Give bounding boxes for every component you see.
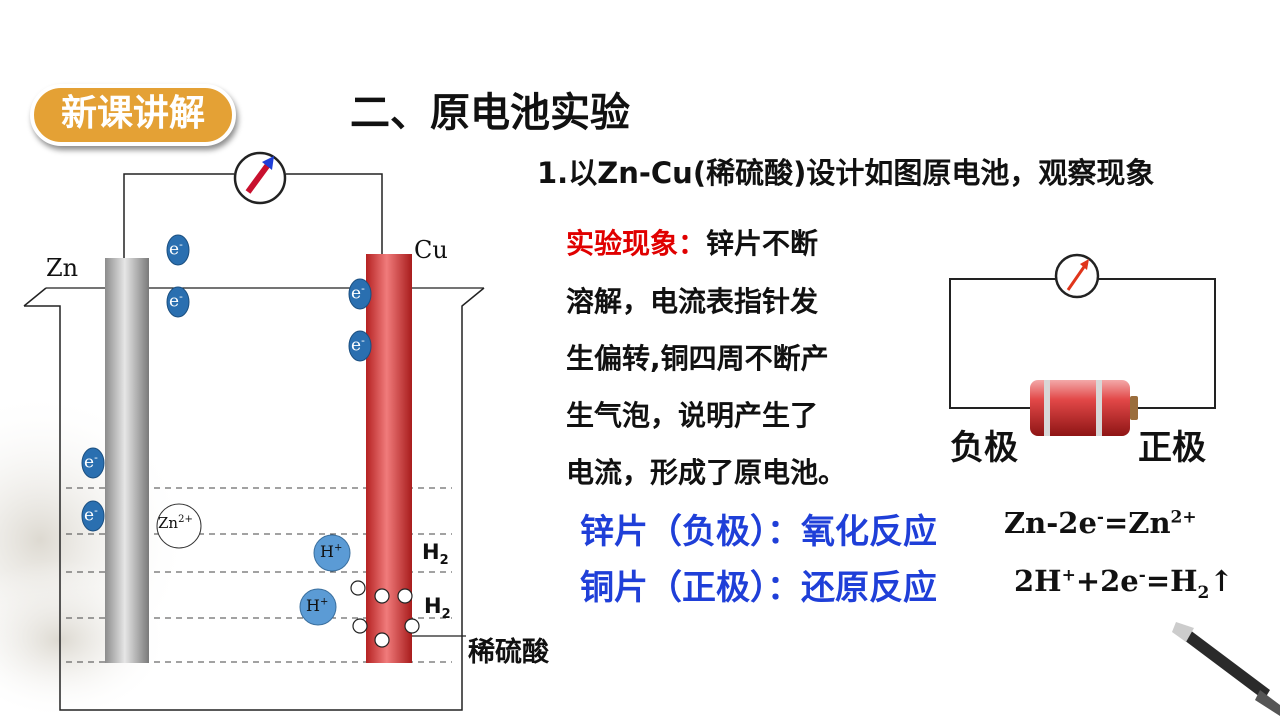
section-badge-label: 新课讲解 xyxy=(60,93,205,134)
hydrogen-gas-label: H2 xyxy=(422,540,449,569)
hydrogen-ion-label: H+ xyxy=(306,596,329,615)
zinc-electrode xyxy=(105,258,149,663)
experiment-subtitle: 1.以Zn-Cu(稀硫酸)设计如图原电池，观察现象 xyxy=(537,156,1155,190)
positive-pole-label: 正极 xyxy=(1138,428,1206,468)
electron-icon xyxy=(166,286,190,318)
ammeter-icon xyxy=(233,151,287,205)
zinc-label: Zn xyxy=(46,254,79,282)
observation-line-1: 实验现象：锌片不断 xyxy=(566,222,818,262)
electron-label: e- xyxy=(169,238,183,260)
page-title: 二、原电池实验 xyxy=(350,90,630,136)
observation-line-5: 电流，形成了原电池。 xyxy=(566,456,847,489)
section-badge xyxy=(30,84,236,146)
hydrogen-gas-label: H2 xyxy=(424,594,451,623)
circuit-wire-left xyxy=(949,278,1056,409)
observation-label: 实验现象： xyxy=(566,227,707,260)
electron-label: e- xyxy=(351,282,365,304)
hydrogen-ion-label: H+ xyxy=(320,542,343,561)
electron-label: e- xyxy=(169,290,183,312)
electron-label: e- xyxy=(84,451,98,473)
acid-label: 稀硫酸 xyxy=(468,637,549,668)
observation-line-3: 生偏转,铜四周不断产 xyxy=(566,342,829,375)
ammeter-icon xyxy=(1054,253,1100,299)
wire-left xyxy=(123,173,234,262)
circuit-wire-right xyxy=(1098,278,1216,409)
electron-label: e- xyxy=(84,504,98,526)
observation-text: 锌片不断 xyxy=(706,227,819,260)
hydrogen-ion-icon xyxy=(313,534,351,572)
hydrogen-bubbles xyxy=(350,580,420,648)
zinc-equation: Zn-2e-=Zn2+ xyxy=(1004,506,1197,540)
zinc-ion-icon xyxy=(156,503,202,549)
electron-icon xyxy=(348,330,372,362)
brush-icon xyxy=(1172,622,1280,716)
copper-reaction-label: 铜片（正极）：还原反应 xyxy=(580,568,937,608)
electron-icon xyxy=(348,278,372,310)
negative-pole-label: 负极 xyxy=(950,428,1018,468)
electron-label: e- xyxy=(351,334,365,356)
electron-icon xyxy=(81,447,105,479)
copper-label: Cu xyxy=(414,236,448,264)
zinc-reaction-label: 锌片（负极）：氧化反应 xyxy=(580,512,937,552)
battery-icon xyxy=(1030,380,1138,436)
observation-line-4: 生气泡，说明产生了 xyxy=(566,399,819,432)
electron-icon xyxy=(81,500,105,532)
hydrogen-ion-icon xyxy=(299,588,337,626)
wire-right xyxy=(286,173,383,256)
zinc-ion-label: Zn2+ xyxy=(158,514,193,532)
electron-icon xyxy=(166,234,190,266)
observation-line-2: 溶解，电流表指针发 xyxy=(566,285,819,318)
copper-equation: 2H++2e-=H2↑ xyxy=(1014,564,1234,603)
